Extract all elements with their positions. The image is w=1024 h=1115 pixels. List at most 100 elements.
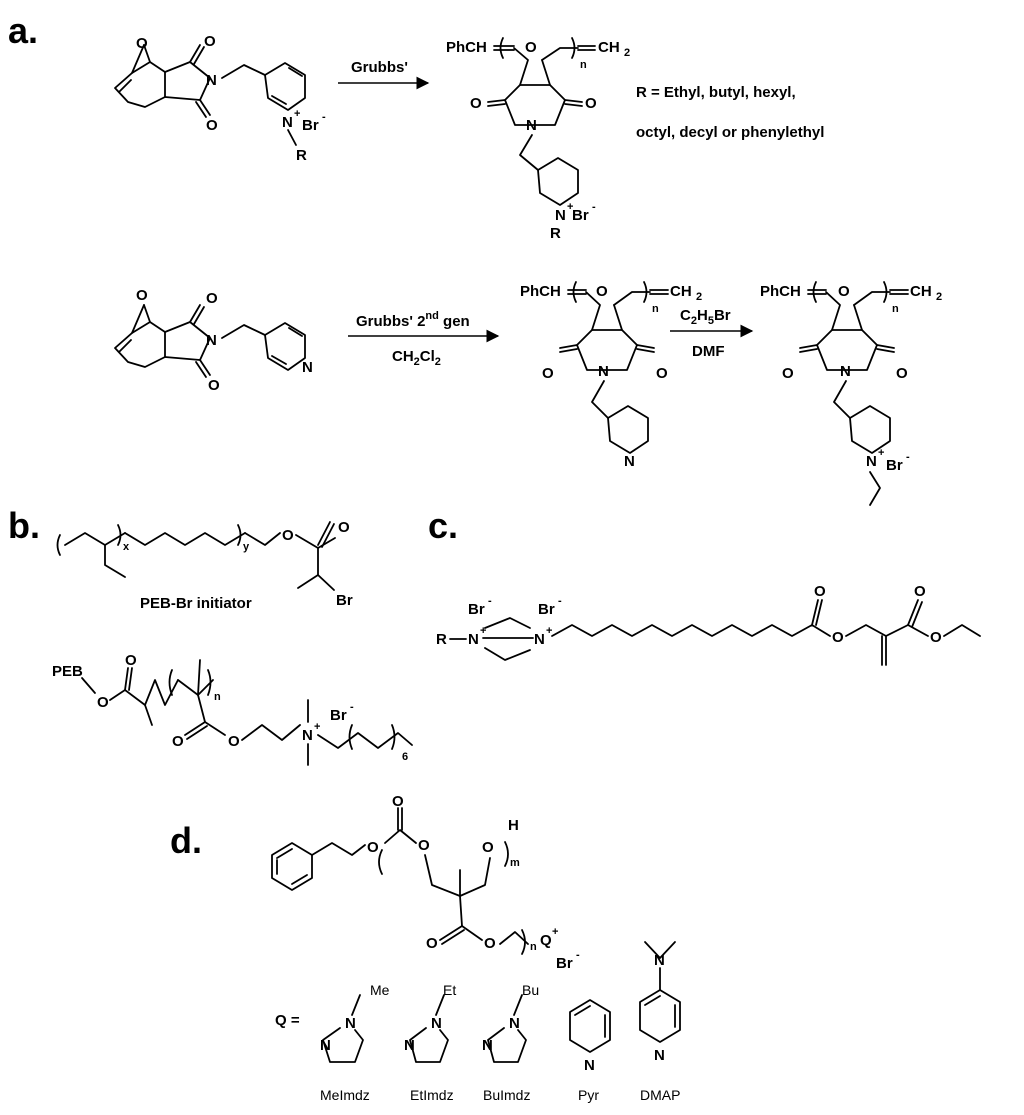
svg-text:+: +	[480, 625, 486, 637]
svg-text:+: +	[546, 625, 552, 637]
svg-text:Br: Br	[556, 955, 573, 972]
svg-text:O: O	[136, 287, 148, 304]
bromide-counterion: Br	[302, 117, 319, 134]
r-definition-line2: octyl, decyl or phenylethyl	[636, 124, 824, 141]
svg-text:O: O	[228, 733, 240, 750]
svg-text:O: O	[484, 935, 496, 952]
svg-text:+: +	[567, 201, 573, 213]
svg-text:-: -	[558, 595, 562, 607]
monomer-pyridine: O O O N N	[114, 287, 313, 394]
svg-text:Q: Q	[540, 932, 552, 949]
carbonyl-oxygen: O	[206, 117, 218, 134]
svg-text:PhCH: PhCH	[446, 39, 487, 56]
svg-text:+: +	[314, 721, 320, 733]
svg-text:N: N	[482, 1037, 493, 1054]
svg-text:O: O	[392, 793, 404, 810]
q-name-pyr: Pyr	[578, 1087, 599, 1103]
svg-text:O: O	[426, 935, 438, 952]
svg-text:n: n	[530, 941, 537, 953]
svg-text:+: +	[294, 108, 300, 120]
svg-text:N: N	[302, 727, 313, 744]
svg-text:CH: CH	[910, 283, 932, 300]
svg-text:O: O	[282, 527, 294, 544]
svg-text:O: O	[97, 694, 109, 711]
panel-label-c: c.	[428, 505, 458, 546]
svg-text:2: 2	[696, 291, 702, 303]
svg-text:N: N	[302, 359, 313, 376]
svg-text:CH: CH	[670, 283, 692, 300]
panel-label-b: b.	[8, 505, 40, 546]
svg-text:Br: Br	[468, 601, 485, 618]
svg-text:Br: Br	[538, 601, 555, 618]
svg-text:O: O	[206, 290, 218, 307]
svg-text:Bu: Bu	[522, 982, 539, 998]
svg-text:O: O	[208, 377, 220, 394]
svg-text:+: +	[878, 447, 884, 459]
svg-text:N: N	[404, 1037, 415, 1054]
svg-text:N: N	[431, 1015, 442, 1032]
svg-text:n: n	[652, 303, 659, 315]
svg-text:O: O	[814, 583, 826, 600]
polymer-pyridine: PhCH O CH 2 n O O N N	[520, 281, 702, 470]
svg-text:O: O	[338, 519, 350, 536]
svg-text:R: R	[550, 225, 561, 242]
svg-text:O: O	[172, 733, 184, 750]
svg-text:O: O	[585, 95, 597, 112]
monomer-pyridinium: O O O N N + Br - R	[114, 33, 326, 164]
svg-text:n: n	[214, 691, 221, 703]
svg-text:Me: Me	[370, 982, 390, 998]
svg-text:+: +	[552, 926, 558, 938]
bridge-oxygen: O	[136, 35, 148, 52]
svg-text:Br: Br	[886, 457, 903, 474]
svg-text:O: O	[896, 365, 908, 382]
svg-text:O: O	[656, 365, 668, 382]
svg-text:PEB: PEB	[52, 663, 83, 680]
svg-text:-: -	[322, 111, 326, 123]
svg-text:m: m	[510, 857, 520, 869]
svg-text:N: N	[555, 207, 566, 224]
pyridinium-nitrogen: N	[282, 114, 293, 131]
svg-text:-: -	[906, 451, 910, 463]
q-dmap: N N DMAP	[639, 941, 681, 1103]
q-ethylimidazolium: Et N N EtImdz	[404, 982, 456, 1103]
svg-text:N: N	[598, 363, 609, 380]
svg-text:Et: Et	[443, 982, 456, 998]
peb-br-initiator: x y O O Br PEB-Br initiator	[56, 519, 353, 612]
reagent-grubbs-2nd: Grubbs' 2nd gen	[356, 310, 470, 330]
svg-text:2: 2	[624, 47, 630, 59]
svg-text:Br: Br	[572, 207, 589, 224]
dabco-methacrylate-monomer: R N + Br - N + Br - O O O O	[436, 583, 981, 666]
svg-text:x: x	[123, 541, 130, 553]
svg-text:O: O	[482, 839, 494, 856]
svg-text:N: N	[654, 1047, 665, 1064]
q-name-dmap: DMAP	[640, 1087, 680, 1103]
svg-text:N: N	[509, 1015, 520, 1032]
q-name-etimdz: EtImdz	[410, 1087, 454, 1103]
svg-text:O: O	[418, 837, 430, 854]
q-name-buimdz: BuImdz	[483, 1087, 530, 1103]
peb-br-initiator-label: PEB-Br initiator	[140, 595, 252, 612]
svg-text:O: O	[914, 583, 926, 600]
substituent-r: R	[296, 147, 307, 164]
svg-text:N: N	[534, 631, 545, 648]
svg-text:N: N	[526, 117, 537, 134]
svg-text:-: -	[592, 201, 596, 213]
svg-text:N: N	[654, 952, 665, 969]
r-definition-line1: R = Ethyl, butyl, hexyl,	[636, 84, 796, 101]
panel-label-a: a.	[8, 10, 38, 51]
svg-text:O: O	[782, 365, 794, 382]
svg-text:2: 2	[936, 291, 942, 303]
reagent-ethyl-bromide: C2H5Br	[680, 307, 731, 327]
solvent-dichloromethane: CH2Cl2	[392, 348, 441, 368]
svg-text:N: N	[345, 1015, 356, 1032]
svg-text:-: -	[350, 701, 354, 713]
svg-text:N: N	[624, 453, 635, 470]
svg-text:N: N	[866, 453, 877, 470]
carbonyl-oxygen: O	[204, 33, 216, 50]
svg-text:O: O	[930, 629, 942, 646]
svg-text:N: N	[584, 1057, 595, 1074]
q-pyridinium: N Pyr	[569, 999, 611, 1103]
svg-text:O: O	[838, 283, 850, 300]
svg-text:n: n	[580, 59, 587, 71]
